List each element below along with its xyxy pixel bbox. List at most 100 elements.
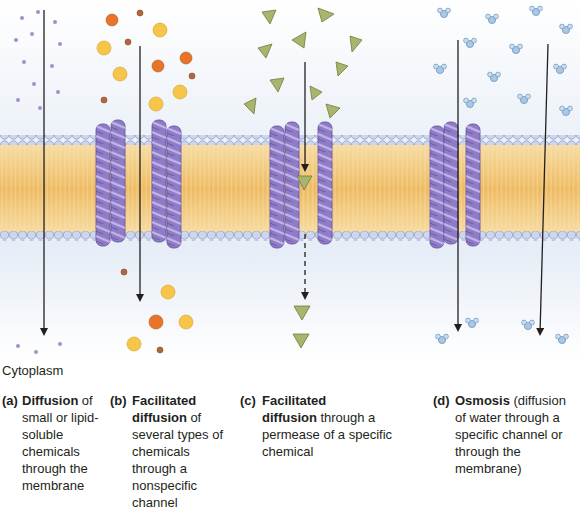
panel-caption: Facilitated diffusionthrough a permease … bbox=[262, 392, 427, 460]
assorted-chemicals-part bbox=[179, 315, 193, 329]
permease bbox=[270, 122, 332, 248]
small-molecules-part bbox=[34, 350, 38, 354]
nonspecific-channel-part bbox=[167, 126, 181, 248]
specific-chemical-part bbox=[244, 98, 256, 114]
flow-arrows bbox=[44, 10, 548, 334]
small-molecules-part bbox=[16, 98, 20, 102]
membrane-illustration bbox=[0, 0, 580, 360]
water-molecules-part bbox=[522, 320, 535, 330]
specific-chemical-part bbox=[270, 78, 284, 92]
panel-caption: Osmosis(diffusion of water through a spe… bbox=[455, 392, 573, 477]
caption-body: of small or lipid-soluble chemicals thro… bbox=[22, 393, 99, 493]
flow-arrows-part bbox=[139, 46, 140, 300]
small-molecules-part bbox=[16, 344, 20, 348]
region-label: Cytoplasm bbox=[2, 362, 63, 379]
panel-letter: (c) bbox=[240, 392, 256, 409]
flow-arrows-part bbox=[304, 234, 305, 298]
assorted-chemicals-part bbox=[121, 269, 127, 275]
panel-letter: (a) bbox=[2, 392, 18, 409]
caption-heading: Osmosis bbox=[455, 393, 510, 408]
water-molecules-part bbox=[434, 64, 447, 74]
water-molecules bbox=[434, 6, 573, 344]
panel-letter: (b) bbox=[110, 392, 127, 409]
specific-chemical-part bbox=[292, 32, 306, 48]
water-molecules-part bbox=[510, 44, 523, 54]
assorted-chemicals-part bbox=[149, 97, 163, 111]
assorted-chemicals-part bbox=[173, 85, 187, 99]
small-molecules-part bbox=[30, 32, 34, 36]
assorted-chemicals-part bbox=[127, 337, 141, 351]
water-molecules-part bbox=[560, 106, 573, 116]
small-molecules-part bbox=[32, 82, 36, 86]
assorted-chemicals-part bbox=[180, 52, 192, 64]
nonspecific-channel-part bbox=[152, 120, 166, 242]
caption-heading: Facilitated diffusion bbox=[132, 393, 196, 425]
water-molecules-part bbox=[436, 334, 449, 344]
small-molecules-part bbox=[50, 64, 54, 68]
water-molecules-part bbox=[556, 334, 569, 344]
small-molecules-part bbox=[14, 38, 18, 42]
water-molecules-part bbox=[438, 8, 451, 18]
specific-chemical-part bbox=[297, 176, 312, 190]
nonspecific-channel bbox=[96, 120, 181, 248]
specific-chemical-part bbox=[293, 334, 309, 348]
water-molecules-part bbox=[464, 38, 477, 48]
caption-body: of several types of chemicals through a … bbox=[132, 410, 223, 510]
small-molecules-part bbox=[58, 342, 62, 346]
small-molecules-part bbox=[22, 60, 26, 64]
small-molecules bbox=[14, 10, 62, 354]
water-channel-part bbox=[430, 126, 444, 248]
caption-heading: Diffusion bbox=[22, 393, 78, 408]
permease-part bbox=[285, 122, 299, 244]
water-molecules-part bbox=[466, 318, 479, 328]
nonspecific-channel-part bbox=[96, 124, 110, 246]
water-molecules-part bbox=[486, 14, 499, 24]
specific-chemical-part bbox=[336, 62, 348, 76]
assorted-chemicals-part bbox=[113, 67, 127, 81]
assorted-chemicals-part bbox=[97, 41, 111, 55]
assorted-chemicals-part bbox=[189, 73, 195, 79]
flow-arrows-part bbox=[540, 44, 548, 334]
assorted-chemicals-part bbox=[149, 315, 163, 329]
water-molecules-part bbox=[464, 98, 477, 108]
specific-chemical-part bbox=[262, 10, 276, 24]
small-molecules-part bbox=[36, 10, 40, 14]
assorted-chemicals-part bbox=[153, 23, 167, 37]
specific-chemical-part bbox=[310, 86, 322, 100]
small-molecules-part bbox=[20, 16, 24, 20]
specific-chemical-part bbox=[258, 44, 272, 58]
caption-heading: Facilitated diffusion bbox=[262, 393, 326, 425]
small-molecules-part bbox=[53, 20, 57, 24]
flow-arrows-part bbox=[43, 10, 44, 334]
water-channel-part bbox=[444, 122, 458, 244]
water-molecules-part bbox=[530, 6, 543, 16]
assorted-chemicals-part bbox=[137, 10, 143, 16]
specific-chemical bbox=[244, 8, 362, 348]
water-channel-part bbox=[466, 124, 480, 246]
assorted-chemicals-part bbox=[125, 39, 131, 45]
water-molecules-part bbox=[518, 94, 531, 104]
small-molecules-part bbox=[38, 106, 42, 110]
nonspecific-channel-part bbox=[111, 120, 125, 242]
water-molecules-part bbox=[560, 24, 573, 33]
flow-arrows-part bbox=[304, 62, 305, 170]
background bbox=[0, 0, 580, 360]
assorted-chemicals-part bbox=[106, 14, 118, 26]
assorted-chemicals-part bbox=[152, 60, 164, 72]
assorted-chemicals bbox=[97, 10, 195, 353]
water-molecules-part bbox=[554, 64, 567, 74]
permease-part bbox=[318, 122, 332, 244]
flow-arrows-part bbox=[457, 40, 458, 330]
small-molecules-part bbox=[56, 90, 60, 94]
specific-chemical-part bbox=[350, 36, 362, 52]
specific-chemical-part bbox=[318, 8, 334, 22]
assorted-chemicals-part bbox=[157, 347, 163, 353]
assorted-chemicals-part bbox=[161, 285, 175, 299]
specific-chemical-part bbox=[294, 306, 310, 320]
water-channel bbox=[430, 122, 480, 248]
permease-part bbox=[270, 126, 284, 248]
specific-chemical-part bbox=[326, 104, 340, 118]
assorted-chemicals-part bbox=[101, 97, 107, 103]
water-molecules-part bbox=[488, 72, 501, 82]
panel-letter: (d) bbox=[433, 392, 450, 409]
